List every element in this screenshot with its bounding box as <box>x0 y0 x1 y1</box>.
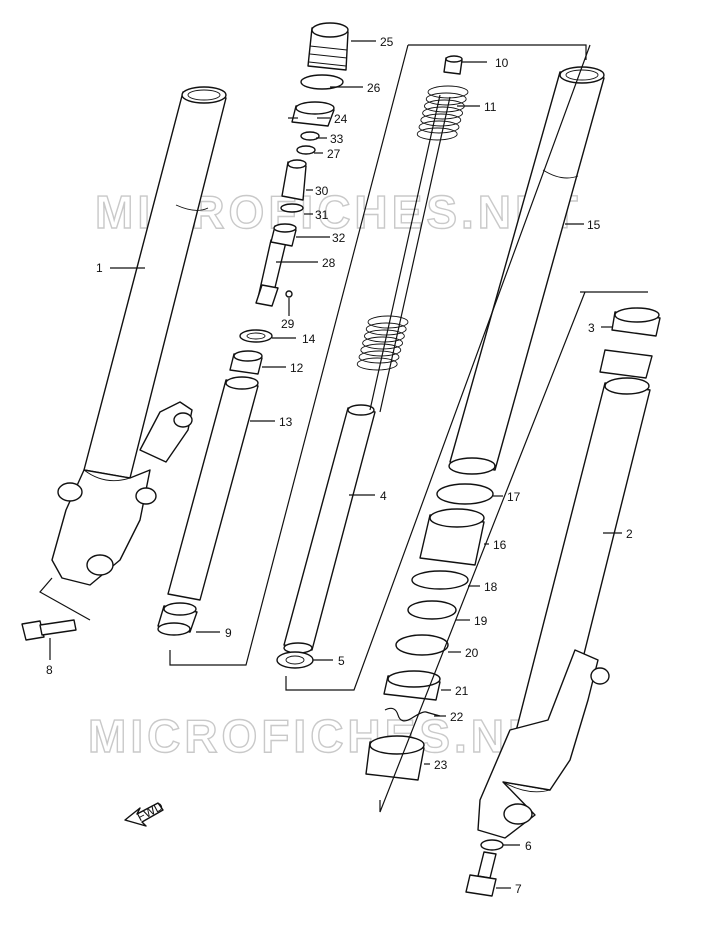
part-5-lock-piece <box>276 651 314 669</box>
part-14-washer <box>239 329 273 343</box>
part-31-oring <box>280 203 304 213</box>
part-21-seal <box>383 670 441 701</box>
spring-coil <box>360 343 402 357</box>
spring-coil <box>427 85 469 99</box>
part-24-seat <box>291 101 335 127</box>
part-26-oring <box>300 74 344 90</box>
spring-coil <box>365 322 407 336</box>
callout-8: 8 <box>46 663 53 677</box>
callout-20: 20 <box>465 646 479 660</box>
part-32-collar <box>270 223 297 247</box>
part-8-bolt <box>21 619 77 641</box>
callout-32: 32 <box>332 231 346 245</box>
part-17-ring <box>436 483 494 505</box>
part-20-washer <box>395 634 449 656</box>
callout-22: 22 <box>450 710 464 724</box>
callout-11: 11 <box>484 100 497 114</box>
part-28-rod <box>255 239 287 307</box>
leader-lines <box>49 40 622 889</box>
part-29-clip <box>285 290 293 298</box>
part-30-seat <box>281 159 307 201</box>
callout-3: 3 <box>588 321 595 335</box>
part-23-dust-seal <box>365 735 425 781</box>
callout-33: 33 <box>330 132 344 146</box>
spring-coil <box>420 113 462 127</box>
callout-6: 6 <box>525 839 532 853</box>
spring-coil <box>356 357 398 371</box>
callout-12: 12 <box>290 361 304 375</box>
callout-16: 16 <box>493 538 507 552</box>
callout-18: 18 <box>484 580 498 594</box>
outer-tube-right-collar <box>599 349 653 379</box>
part-25-cap-bolt <box>307 22 349 71</box>
spring-coil <box>367 315 409 329</box>
callout-24: 24 <box>334 112 348 126</box>
callout-31: 31 <box>315 208 329 222</box>
part-33-ring <box>300 131 320 141</box>
spring-coil <box>425 92 467 106</box>
callout-28: 28 <box>322 256 336 270</box>
fork-spring <box>356 85 469 413</box>
spring-coil <box>362 336 404 350</box>
outer-tube-left <box>51 86 227 586</box>
part-18-ring <box>411 570 469 590</box>
damper-cylinder <box>167 376 259 601</box>
part-12-seal <box>229 350 263 375</box>
callout-17: 17 <box>507 490 521 504</box>
callout-1: 1 <box>96 261 103 275</box>
spring-coil <box>358 350 400 364</box>
callout-9: 9 <box>225 626 232 640</box>
callout-29: 29 <box>281 317 295 331</box>
part-16-bushing <box>419 508 485 566</box>
part-19-washer <box>407 600 457 620</box>
part-3-bushing <box>611 307 661 337</box>
callout-4: 4 <box>380 489 387 503</box>
part-9-bottom-piece <box>157 602 198 636</box>
callout-26: 26 <box>367 81 381 95</box>
callout-23: 23 <box>434 758 448 772</box>
callout-14: 14 <box>302 332 316 346</box>
callout-30: 30 <box>315 184 329 198</box>
callout-10: 10 <box>495 56 509 70</box>
spring-coil <box>416 127 458 141</box>
callout-5: 5 <box>338 654 345 668</box>
callout-7: 7 <box>515 882 522 896</box>
callout-2: 2 <box>626 527 633 541</box>
spring-coil <box>418 120 460 134</box>
part-6-washer <box>480 839 504 851</box>
fwd-label: FWD <box>135 799 166 824</box>
callout-21: 21 <box>455 684 469 698</box>
callout-13: 13 <box>279 415 293 429</box>
part-7-bolt <box>465 851 497 897</box>
damper-tube <box>283 404 376 654</box>
part-27-ring <box>296 145 316 155</box>
callout-19: 19 <box>474 614 488 628</box>
spring-coil <box>422 106 464 120</box>
fwd-arrow: FWD <box>124 799 166 827</box>
callout-27: 27 <box>327 147 341 161</box>
outer-tube-right <box>477 377 651 839</box>
callout-15: 15 <box>587 218 601 232</box>
part-22-clip <box>384 707 441 722</box>
callout-labels: 1 2 3 4 5 6 7 8 9 10 11 12 13 14 15 16 1… <box>46 35 633 896</box>
inner-tube-right <box>448 66 605 475</box>
watermark-bottom: MICROFICHES.NET <box>88 710 575 762</box>
spring-coil <box>363 329 405 343</box>
callout-25: 25 <box>380 35 394 49</box>
assembly-guide-lines <box>39 44 648 813</box>
part-10-nut <box>443 55 463 75</box>
